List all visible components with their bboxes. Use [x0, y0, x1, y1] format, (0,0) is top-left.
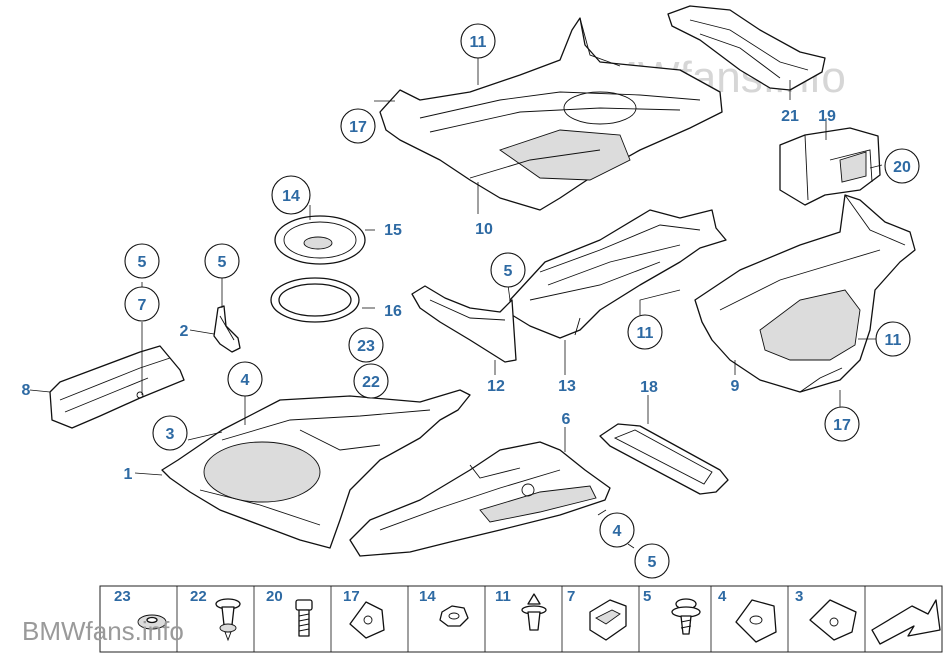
part-15-cover-disc — [274, 215, 366, 265]
svg-text:17: 17 — [349, 119, 367, 136]
callout-11-top: 11 — [460, 23, 496, 59]
callout-4-left: 4 — [227, 361, 263, 397]
part-19-duct-box — [779, 127, 881, 206]
callout-14: 14 — [271, 175, 311, 215]
callout-19: 19 — [818, 108, 836, 125]
svg-text:7: 7 — [138, 297, 147, 314]
corner-watermark: BMWfans.info — [22, 616, 184, 646]
callout-5-shield: 5 — [490, 252, 526, 288]
svg-text:17: 17 — [833, 417, 851, 434]
callout-21: 21 — [781, 108, 799, 125]
svg-text:5: 5 — [504, 263, 513, 280]
part-16-ring — [270, 277, 360, 323]
callout-5-left: 5 — [124, 243, 160, 279]
callout-17-top: 17 — [340, 108, 376, 144]
screw-with-washer-icon — [215, 598, 241, 642]
svg-text:23: 23 — [357, 338, 375, 355]
next-page-arrow-icon[interactable] — [871, 599, 941, 645]
svg-text:14: 14 — [282, 188, 300, 205]
part-18-flat-plate — [599, 423, 729, 495]
svg-text:4: 4 — [613, 523, 622, 540]
legend-num-11: 11 — [495, 588, 511, 605]
part-1-lower-underbody — [161, 389, 471, 549]
legend-num-17: 17 — [343, 588, 360, 605]
svg-text:5: 5 — [648, 554, 657, 571]
callout-7: 7 — [124, 286, 160, 322]
callout-11-center: 11 — [627, 314, 663, 350]
speed-nut-icon — [735, 599, 777, 643]
svg-text:11: 11 — [470, 34, 487, 51]
svg-text:20: 20 — [893, 159, 911, 176]
callout-1: 1 — [124, 466, 133, 483]
callout-9: 9 — [731, 378, 740, 395]
part-12-deflector — [411, 285, 517, 363]
svg-text:4: 4 — [241, 372, 250, 389]
part-9-side-panel — [694, 194, 916, 393]
callouts: 11 17 10 21 19 20 14 15 16 5 7 5 2 8 4 3… — [22, 23, 920, 579]
callout-5-bracket: 5 — [204, 243, 240, 279]
u-nut-icon — [809, 599, 857, 641]
part-21-tray — [667, 5, 826, 91]
expanding-rivet-icon — [521, 593, 547, 631]
svg-text:11: 11 — [637, 325, 654, 342]
part-13-center-panel — [509, 209, 727, 339]
callout-13: 13 — [558, 378, 576, 395]
callout-6: 6 — [562, 411, 571, 428]
clip-nut-icon — [349, 601, 385, 639]
callout-3: 3 — [152, 415, 188, 451]
callout-18: 18 — [640, 379, 658, 396]
callout-5-lower: 5 — [634, 543, 670, 579]
svg-text:3: 3 — [166, 426, 175, 443]
fastener-legend-strip: 23 22 20 17 14 11 7 5 4 3 — [99, 585, 943, 653]
callout-17-right: 17 — [824, 406, 860, 442]
spring-clip-icon — [589, 599, 627, 641]
callout-12: 12 — [487, 378, 505, 395]
callout-10: 10 — [475, 221, 493, 238]
part-10-underbody-panel — [379, 17, 723, 211]
callout-8: 8 — [22, 382, 31, 399]
legend-num-22: 22 — [190, 588, 207, 605]
callout-16: 16 — [384, 303, 402, 320]
callout-20: 20 — [884, 148, 920, 184]
callout-4-lower: 4 — [599, 512, 635, 548]
legend-num-3: 3 — [795, 588, 803, 605]
part-8-side-tray — [49, 345, 185, 429]
washer-icon — [137, 614, 167, 630]
svg-text:5: 5 — [138, 254, 147, 271]
svg-text:5: 5 — [218, 254, 227, 271]
legend-num-20: 20 — [266, 588, 283, 605]
part-6-lower-center-panel — [349, 441, 611, 557]
legend-num-14: 14 — [419, 588, 436, 605]
bolt-icon — [295, 599, 313, 637]
callout-2: 2 — [180, 323, 189, 340]
legend-num-7: 7 — [567, 588, 575, 605]
callout-23: 23 — [348, 327, 384, 363]
flange-screw-icon — [671, 598, 701, 635]
legend-num-5: 5 — [643, 588, 651, 605]
legend-num-23: 23 — [114, 588, 131, 605]
leader-lines — [29, 57, 883, 549]
callout-11-right: 11 — [875, 321, 911, 357]
part-2-bracket — [213, 305, 241, 353]
legend-num-4: 4 — [718, 588, 727, 605]
svg-text:11: 11 — [885, 332, 902, 349]
callout-15: 15 — [384, 222, 402, 239]
hex-nut-icon — [439, 605, 469, 627]
svg-text:22: 22 — [362, 374, 380, 391]
callout-22: 22 — [353, 363, 389, 399]
